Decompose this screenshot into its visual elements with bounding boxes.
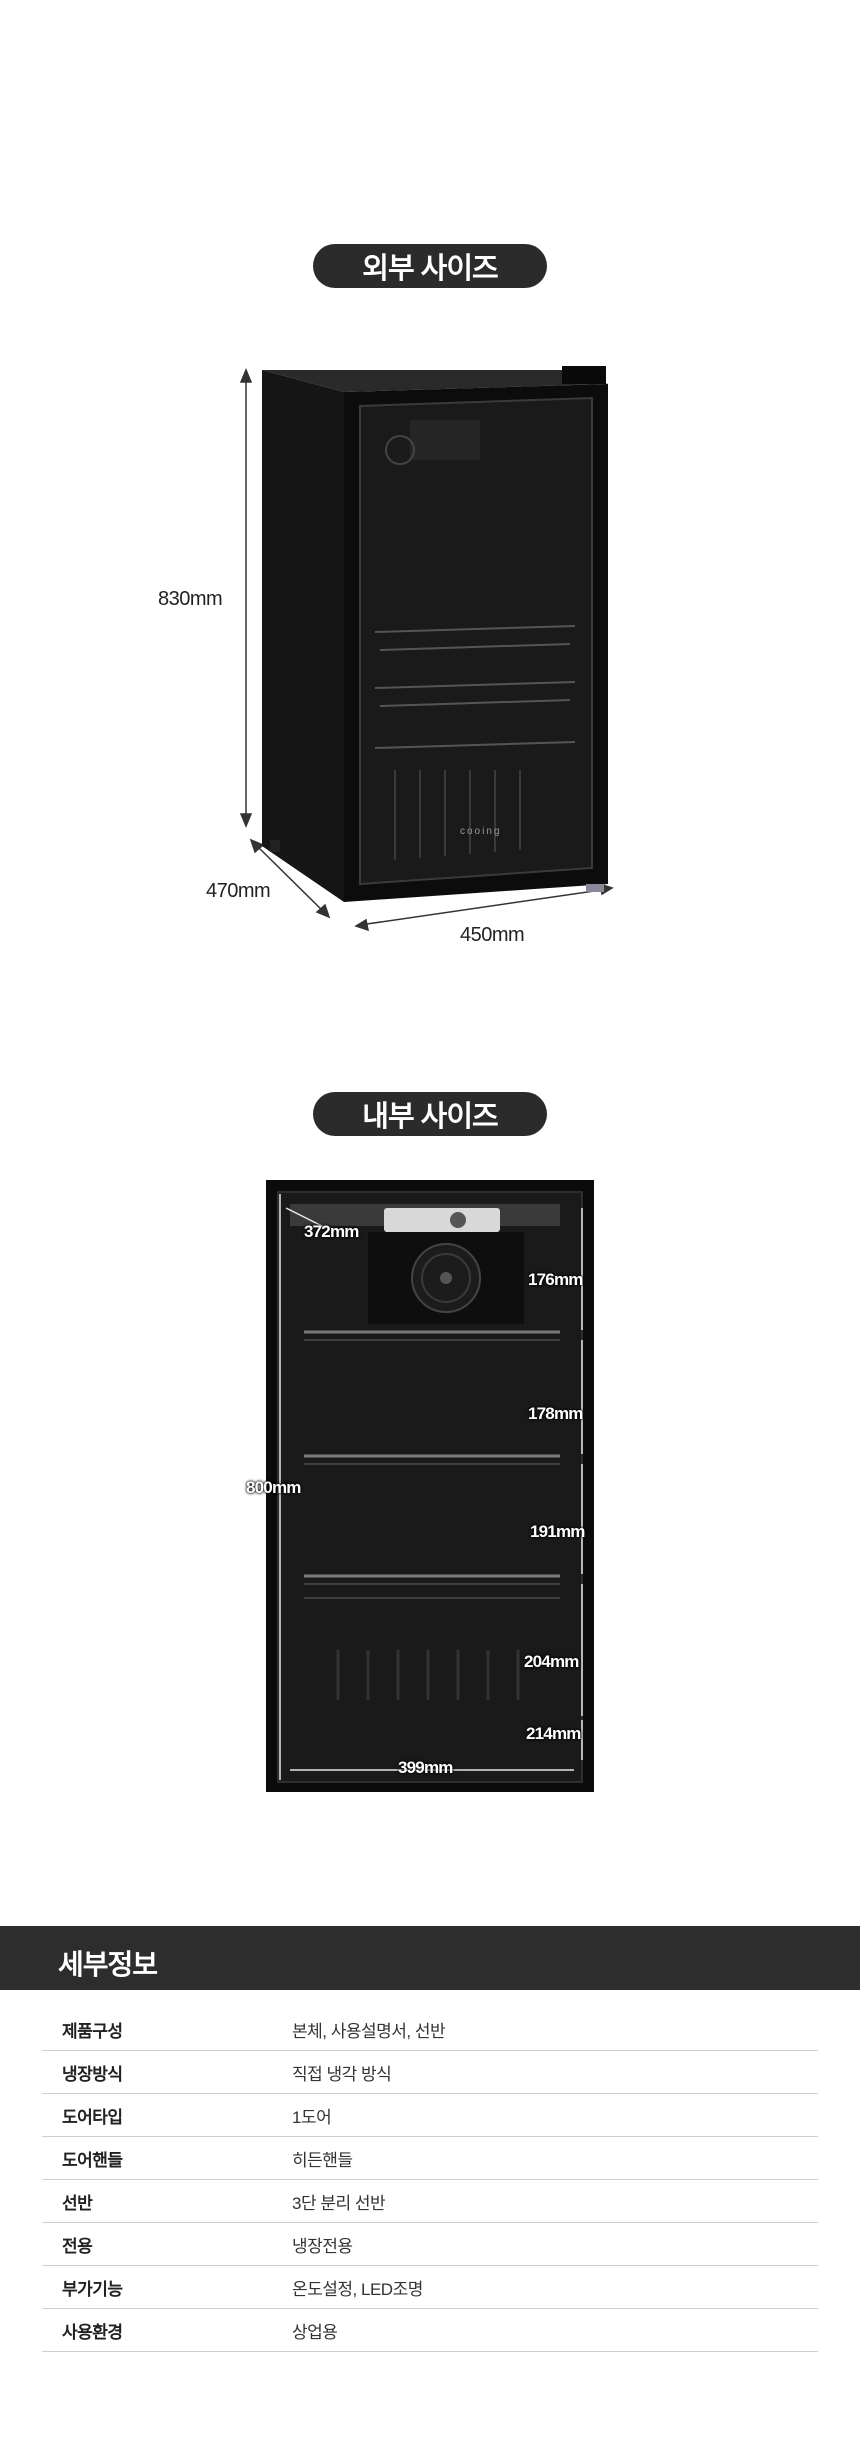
spec-key: 도어핸들 (62, 2150, 123, 2170)
exterior-fridge-illustration: cooing (239, 366, 614, 932)
brand-logo: cooing (460, 826, 501, 837)
exterior-size-title: 외부 사이즈 (313, 244, 547, 288)
interior-size-title: 내부 사이즈 (313, 1092, 547, 1136)
spec-key: 도어타입 (62, 2107, 123, 2127)
spec-row: 제품구성 본체, 사용설명서, 선반 (42, 2008, 818, 2051)
interior-width-label: 399mm (398, 1758, 453, 1777)
spec-value: 직접 냉각 방식 (292, 2064, 392, 2084)
detail-info-header: 세부정보 (0, 1926, 860, 1990)
interior-section-label: 191mm (530, 1522, 585, 1541)
spec-row: 전용 냉장전용 (42, 2223, 818, 2266)
interior-section-label: 204mm (524, 1652, 579, 1671)
spec-value: 1도어 (292, 2107, 332, 2127)
interior-section-label: 214mm (526, 1724, 581, 1743)
spec-value: 온도설정, LED조명 (292, 2279, 423, 2299)
interior-section-label: 178mm (528, 1404, 583, 1423)
spec-key: 제품구성 (62, 2021, 123, 2041)
spec-row: 도어핸들 히든핸들 (42, 2137, 818, 2180)
spec-value: 본체, 사용설명서, 선반 (292, 2021, 446, 2041)
spec-table: 제품구성 본체, 사용설명서, 선반 냉장방식 직접 냉각 방식 도어타입 1도… (42, 2008, 818, 2352)
spec-value: 3단 분리 선반 (292, 2193, 386, 2213)
spec-row: 부가기능 온도설정, LED조명 (42, 2266, 818, 2309)
detail-info-title: 세부정보 (58, 1949, 158, 1980)
interior-depth-label: 372mm (304, 1222, 359, 1241)
spec-row: 냉장방식 직접 냉각 방식 (42, 2051, 818, 2094)
spec-row: 사용환경 상업용 (42, 2309, 818, 2352)
exterior-depth-label: 470mm (206, 880, 271, 902)
exterior-width-label: 450mm (460, 924, 525, 946)
exterior-height-label: 830mm (158, 588, 223, 610)
spec-value: 상업용 (292, 2322, 338, 2342)
spec-key: 냉장방식 (62, 2064, 123, 2084)
spec-value: 히든핸들 (292, 2150, 353, 2170)
spec-row: 선반 3단 분리 선반 (42, 2180, 818, 2223)
spec-value: 냉장전용 (292, 2236, 353, 2256)
interior-height-label: 800mm (246, 1478, 301, 1497)
spec-key: 전용 (62, 2236, 93, 2256)
spec-key: 사용환경 (62, 2322, 123, 2342)
spec-row: 도어타입 1도어 (42, 2094, 818, 2137)
interior-fridge-illustration (266, 1180, 594, 1792)
spec-key: 선반 (62, 2193, 93, 2213)
spec-key: 부가기능 (62, 2279, 123, 2299)
interior-section-label: 176mm (528, 1270, 583, 1289)
